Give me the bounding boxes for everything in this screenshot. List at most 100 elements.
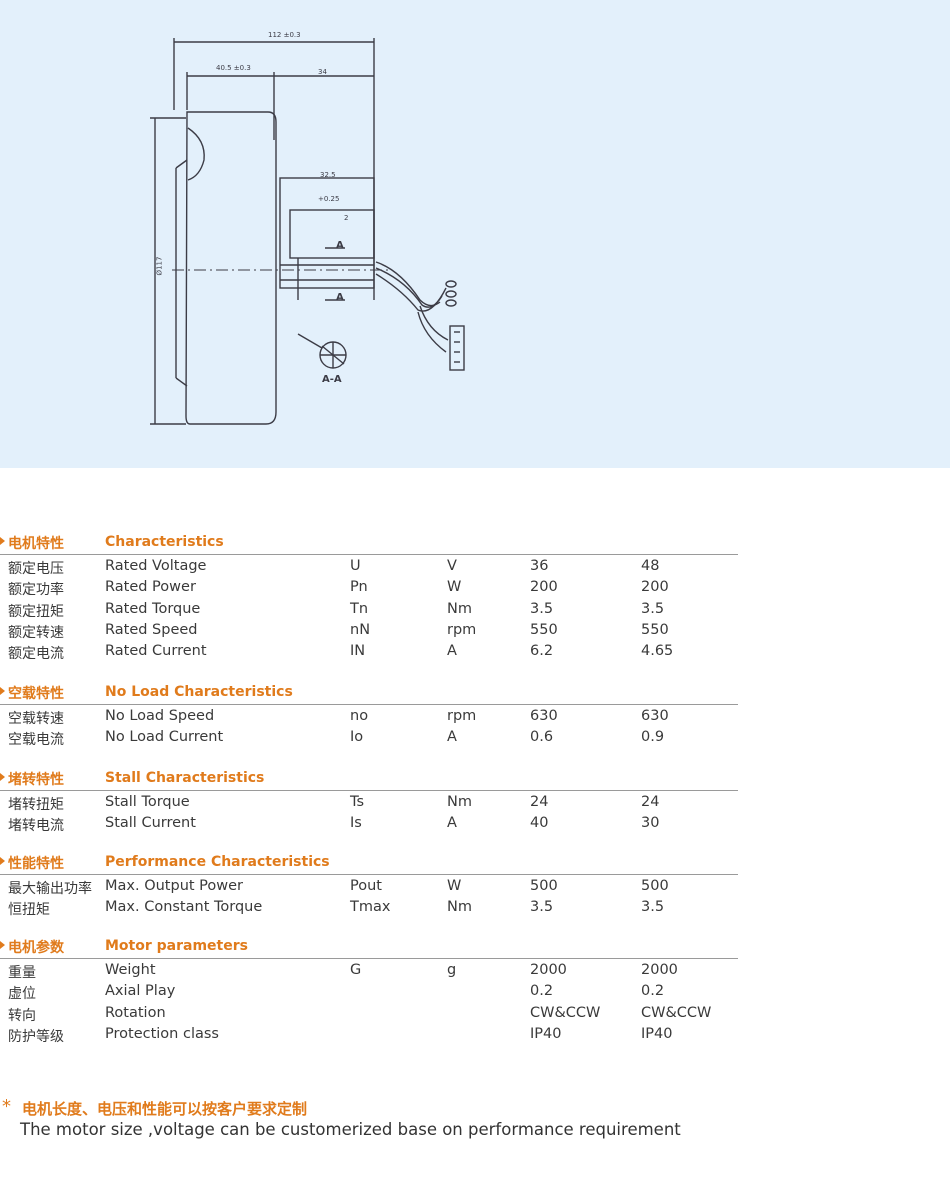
dim-shaft-label: 34 [318, 68, 327, 76]
param-en: Rated Power [105, 579, 196, 596]
section-title-zh: 空载特性 [8, 686, 64, 702]
bullet-icon [0, 773, 5, 781]
section-header: 空载特性 No Load Characteristics [0, 683, 740, 705]
table-row: 堵转扭矩 Stall Torque Ts Nm 24 24 [0, 794, 740, 815]
param-value-2: CW&CCW [641, 1004, 712, 1021]
param-en: Protection class [105, 1025, 219, 1042]
param-value-2: 630 [641, 708, 669, 724]
param-value-1: 500 [530, 878, 558, 894]
param-unit: Nm [447, 899, 472, 916]
param-value-1: CW&CCW [530, 1004, 601, 1021]
param-en: Rated Torque [105, 600, 201, 617]
note-zh: 电机长度、电压和性能可以按客户要求定制 [22, 1100, 308, 1118]
dim-d1-label: 32.5 [320, 171, 336, 179]
param-unit: A [447, 643, 457, 660]
param-value-2: 4.65 [641, 643, 674, 660]
param-en: Rated Voltage [105, 558, 207, 574]
table-row: 额定转速 Rated Speed nN rpm 550 550 [0, 622, 740, 643]
section-motor-parameters: 电机参数 Motor parameters 重量 Weight G g 2000… [0, 937, 740, 1047]
param-symbol: G [350, 962, 362, 978]
param-en: Weight [105, 962, 156, 978]
section-title-en: No Load Characteristics [105, 684, 293, 700]
table-row: 额定扭矩 Rated Torque Tn Nm 3.5 3.5 [0, 601, 740, 622]
section-title-zh: 性能特性 [8, 856, 64, 872]
param-zh: 额定转速 [8, 624, 64, 641]
divider [0, 790, 738, 791]
note-en: The motor size ,voltage can be customeri… [20, 1120, 681, 1139]
param-en: Rated Speed [105, 621, 198, 638]
param-value-1: 0.6 [530, 729, 554, 746]
table-row: 恒扭矩 Max. Constant Torque Tmax Nm 3.5 3.5 [0, 899, 740, 920]
section-no-load: 空载特性 No Load Characteristics 空载转速 No Loa… [0, 683, 740, 751]
param-en: No Load Speed [105, 708, 215, 724]
bullet-icon [0, 537, 5, 545]
param-value-2: 200 [641, 579, 669, 596]
param-zh: 最大输出功率 [8, 881, 92, 897]
section-stall: 堵转特性 Stall Characteristics 堵转扭矩 Stall To… [0, 769, 740, 837]
table-row: 虚位 Axial Play 0.2 0.2 [0, 983, 740, 1004]
param-unit: A [447, 815, 457, 832]
param-value-1: 40 [530, 815, 549, 832]
section-title-en: Stall Characteristics [105, 770, 265, 786]
param-value-1: 630 [530, 708, 558, 724]
section-marker-bottom: A [336, 292, 344, 303]
table-row: 空载电流 No Load Current Io A 0.6 0.9 [0, 729, 740, 750]
table-row: 转向 Rotation CW&CCW CW&CCW [0, 1005, 740, 1026]
param-symbol: U [350, 558, 361, 574]
bullet-icon [0, 941, 5, 949]
section-title-zh: 堵转特性 [8, 772, 64, 788]
param-value-2: IP40 [641, 1025, 673, 1042]
param-en: Max. Output Power [105, 878, 244, 894]
param-en: Rated Current [105, 643, 207, 660]
param-symbol: Tmax [350, 899, 391, 916]
param-value-1: 0.2 [530, 983, 554, 1000]
param-symbol: nN [350, 621, 371, 638]
divider [0, 704, 738, 705]
param-symbol: Pout [350, 878, 382, 894]
section-header: 电机特性 Characteristics [0, 533, 740, 555]
technical-drawing-panel: 112 ±0.3 40.5 ±0.3 34 32.5 +0.25 2 Ø117 … [0, 0, 950, 468]
param-en: Rotation [105, 1004, 166, 1021]
param-symbol: Pn [350, 579, 368, 596]
param-value-1: 3.5 [530, 600, 554, 617]
section-header: 堵转特性 Stall Characteristics [0, 769, 740, 791]
param-unit: A [447, 729, 457, 746]
section-label: A-A [322, 374, 342, 385]
param-zh: 转向 [8, 1007, 36, 1024]
param-symbol: Is [350, 815, 362, 832]
param-en: No Load Current [105, 729, 224, 746]
table-row: 额定功率 Rated Power Pn W 200 200 [0, 579, 740, 600]
param-value-2: 30 [641, 815, 660, 832]
param-zh: 堵转扭矩 [8, 797, 64, 813]
section-characteristics: 电机特性 Characteristics 额定电压 Rated Voltage … [0, 533, 740, 664]
param-value-1: 550 [530, 621, 558, 638]
section-marker-top: A [336, 240, 344, 251]
table-row: 额定电流 Rated Current IN A 6.2 4.65 [0, 643, 740, 664]
param-zh: 空载电流 [8, 732, 64, 749]
param-zh: 额定电流 [8, 646, 64, 663]
param-unit: V [447, 558, 457, 574]
dim-d3-label: 2 [344, 214, 349, 222]
table-row: 额定电压 Rated Voltage U V 36 48 [0, 558, 740, 579]
param-unit: Nm [447, 794, 472, 810]
param-value-1: 200 [530, 579, 558, 596]
section-title-zh: 电机特性 [8, 536, 64, 552]
param-value-2: 0.9 [641, 729, 665, 746]
param-symbol: no [350, 708, 369, 724]
param-zh: 重量 [8, 965, 36, 981]
param-en: Max. Constant Torque [105, 899, 263, 916]
param-unit: Nm [447, 600, 472, 617]
param-symbol: Tn [350, 600, 369, 617]
section-title-en: Characteristics [105, 534, 224, 550]
param-value-1: IP40 [530, 1025, 562, 1042]
param-value-2: 0.2 [641, 983, 665, 1000]
bullet-icon [0, 687, 5, 695]
param-value-2: 550 [641, 621, 669, 638]
param-symbol: Ts [350, 794, 365, 810]
param-en: Stall Torque [105, 794, 190, 810]
param-value-2: 48 [641, 558, 660, 574]
dim-diameter-label: Ø117 [155, 256, 164, 276]
param-unit: g [447, 962, 457, 978]
param-unit: rpm [447, 621, 477, 638]
dim-total-label: 112 ±0.3 [268, 31, 301, 39]
